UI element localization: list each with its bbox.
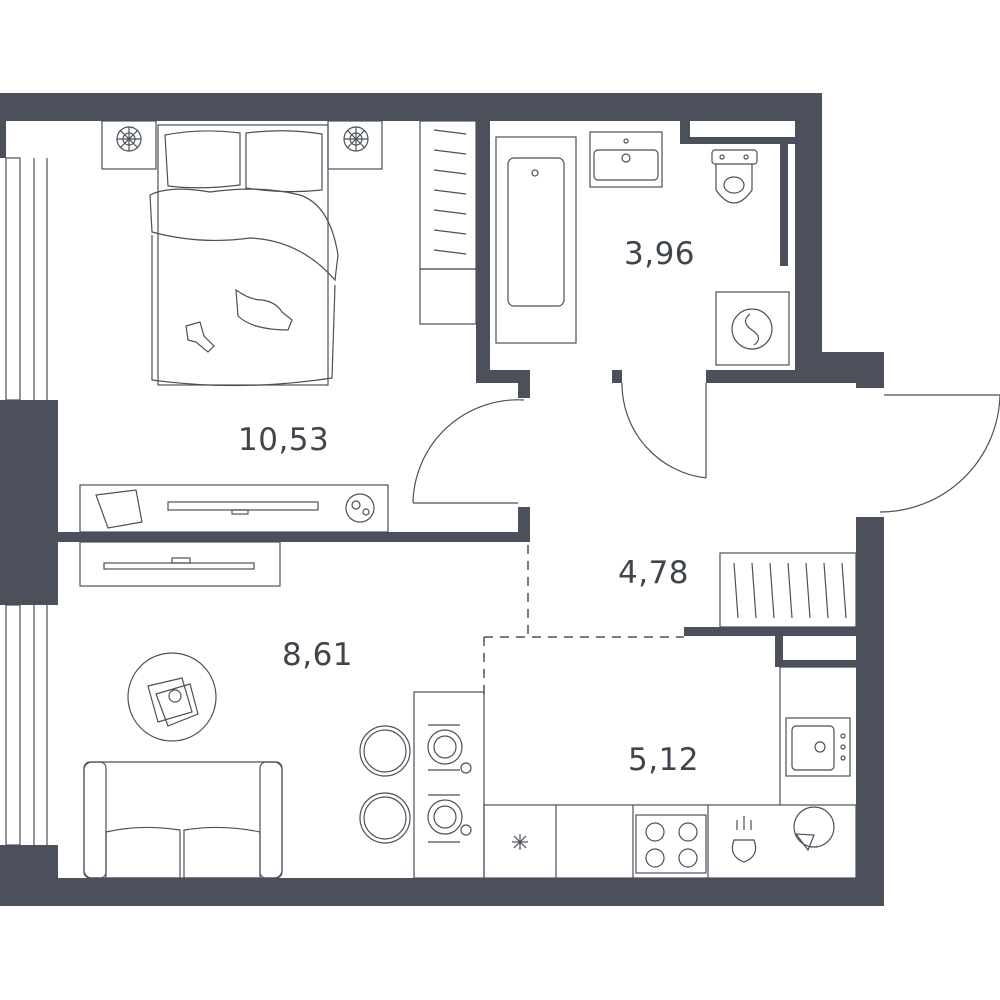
room-area-hallway: 4,78 — [618, 555, 689, 591]
toilet — [711, 149, 758, 204]
kitchen-counter — [483, 666, 857, 879]
kitchen-sink — [785, 717, 851, 777]
zone-boundaries — [483, 545, 684, 700]
tv-stand-bedroom — [79, 484, 389, 533]
nightstand-left — [101, 120, 157, 170]
door-entrance — [879, 394, 1000, 513]
nightstand-right — [327, 120, 383, 170]
window-living — [5, 604, 48, 846]
tv-stand-living — [79, 541, 281, 587]
pizza — [793, 806, 835, 852]
stools — [359, 725, 411, 844]
bed — [149, 124, 339, 387]
door-bathroom — [621, 382, 707, 479]
room-area-living: 8,61 — [282, 637, 353, 673]
bathtub — [495, 136, 577, 344]
walls — [0, 93, 884, 906]
wardrobe-bedroom — [419, 120, 477, 325]
kettle — [731, 816, 757, 863]
room-area-bathroom: 3,96 — [624, 236, 695, 272]
window-bedroom — [5, 157, 48, 401]
room-area-kitchen: 5,12 — [628, 742, 699, 778]
sink — [589, 131, 663, 188]
sofa — [83, 761, 283, 879]
fridge-icon — [512, 834, 528, 850]
stove — [635, 814, 707, 874]
area-labels: 10,53 3,96 4,78 8,61 5,12 — [238, 236, 699, 778]
coffee-table — [127, 652, 217, 742]
shoe-rack — [719, 552, 857, 628]
room-area-bedroom: 10,53 — [238, 422, 329, 458]
door-bedroom — [412, 399, 525, 504]
bar-counter — [413, 691, 485, 879]
washing-machine — [715, 291, 790, 366]
